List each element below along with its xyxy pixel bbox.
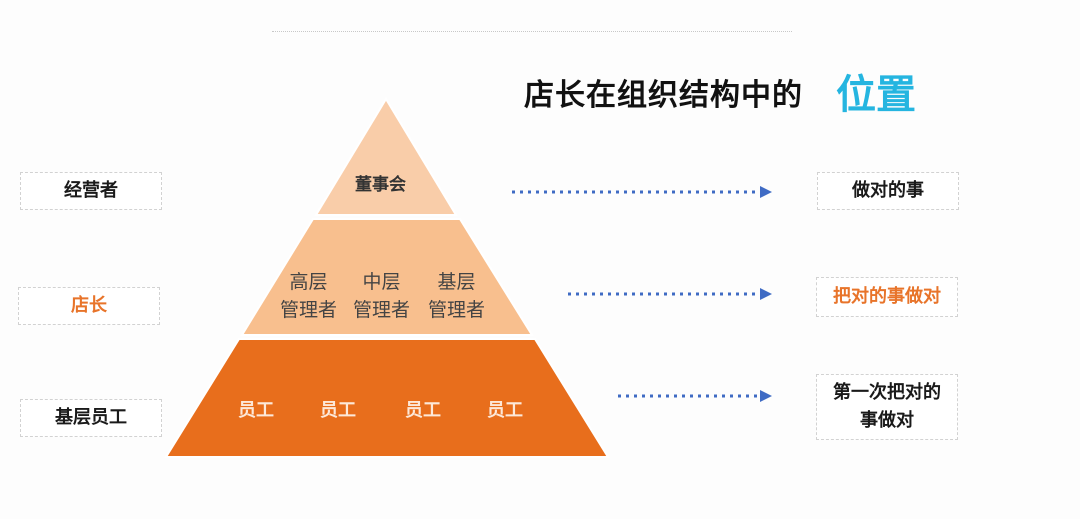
employee-1: 员工 [238,400,274,421]
top-divider [272,31,792,32]
result-do-things-right: 把对的事做对 [816,277,958,317]
result-do-right-things: 做对的事 [817,172,959,210]
role-staff: 基层员工 [20,399,162,437]
mgmt-high: 高层 管理者 [280,271,338,321]
pyramid-top-label: 董事会 [355,175,406,195]
arrow-icon [618,390,772,402]
arrow-icon [512,186,772,198]
page-title: 店长在组织结构中的 [524,78,803,113]
employee-3: 员工 [405,400,441,421]
mgmt-base: 基层 管理者 [428,271,486,321]
employee-4: 员工 [487,400,523,421]
role-store-manager: 店长 [18,287,160,325]
employee-2: 员工 [320,400,356,421]
page-title-accent: 位置 [836,72,916,118]
pyramid-diagram [164,97,610,458]
role-operator: 经营者 [20,172,162,210]
mgmt-mid: 中层 管理者 [353,271,411,321]
result-first-time-right: 第一次把对的 事做对 [816,374,958,440]
arrow-icon [568,288,772,300]
